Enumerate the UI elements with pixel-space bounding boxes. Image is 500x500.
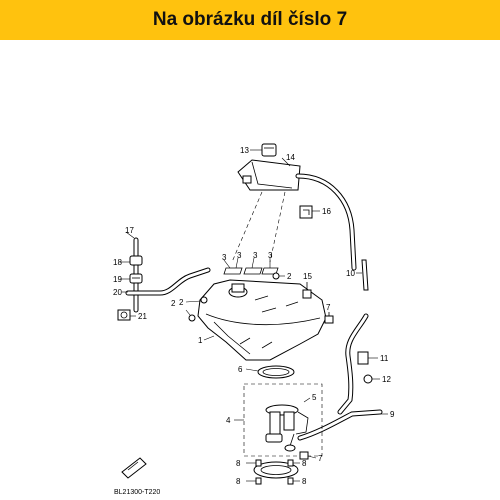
breather-hose (295, 173, 357, 271)
part-12-clip: 12 (363, 374, 391, 384)
callout-1: 1 (198, 336, 203, 345)
part-1-fuel-tank: 1 (197, 279, 327, 361)
callout-2a: 2 (287, 272, 292, 281)
title-banner: Na obrázku díl číslo 7 (0, 0, 500, 40)
callout-11: 11 (380, 354, 389, 363)
part-21-clip: 21 (117, 309, 147, 321)
banner-title: Na obrázku díl číslo 7 (152, 9, 348, 30)
part-2-bolts: 2 2 2 (171, 272, 292, 322)
callout-3a: 3 (222, 253, 227, 262)
callout-15: 15 (303, 272, 312, 281)
part-6-gasket: 6 (238, 365, 295, 379)
callout-21: 21 (138, 312, 147, 321)
callout-13: 13 (240, 146, 249, 155)
part-8-bolts: 8 8 8 8 (236, 459, 307, 486)
part-7-upper-screw: 7 (324, 303, 334, 324)
callout-9: 9 (390, 410, 395, 419)
callout-2b: 2 (179, 298, 184, 307)
callout-6: 6 (238, 365, 243, 374)
part-3-dampers: 3 3 3 3 (222, 251, 279, 275)
part-10-band: 10 (346, 259, 369, 291)
callout-7b: 7 (318, 454, 323, 463)
callout-19: 19 (113, 275, 122, 284)
callout-8a: 8 (236, 459, 241, 468)
callout-14: 14 (286, 153, 295, 162)
callout-5: 5 (312, 393, 317, 402)
callout-16: 16 (322, 207, 331, 216)
callout-20: 20 (113, 288, 122, 297)
callout-7a: 7 (326, 303, 331, 312)
callout-2c: 2 (171, 299, 176, 308)
part-19-valve: 19 (113, 273, 143, 284)
part-14-canister: 14 (237, 153, 301, 191)
callout-8c: 8 (302, 459, 307, 468)
callout-12: 12 (382, 375, 391, 384)
callout-10: 10 (346, 269, 355, 278)
forward-arrow-icon (121, 457, 147, 479)
callout-18: 18 (113, 258, 122, 267)
part-5-fuel-pump: 5 (265, 393, 317, 452)
part-retainer-plate (253, 461, 299, 479)
callout-17: 17 (125, 226, 134, 235)
callout-8b: 8 (236, 477, 241, 486)
part-7-lower-screw: 7 (299, 451, 323, 463)
part-18-fitting: 18 (113, 255, 143, 267)
part-16-clip: 16 (299, 205, 331, 219)
diagram-code: BL21300-T220 (114, 489, 160, 496)
part-15-bolt: 15 (302, 272, 312, 299)
callout-8d: 8 (302, 477, 307, 486)
callout-3c: 3 (253, 251, 258, 260)
part-13-cap: 13 (240, 143, 277, 157)
pump-assembly-box (243, 383, 323, 457)
guide-line-14 (231, 191, 263, 263)
callout-4: 4 (226, 416, 231, 425)
callout-3b: 3 (237, 251, 242, 260)
callout-3d: 3 (268, 251, 273, 260)
part-11-clamp: 11 (357, 351, 389, 365)
parts-diagram: 13 14 16 10 17 18 19 (113, 143, 395, 496)
